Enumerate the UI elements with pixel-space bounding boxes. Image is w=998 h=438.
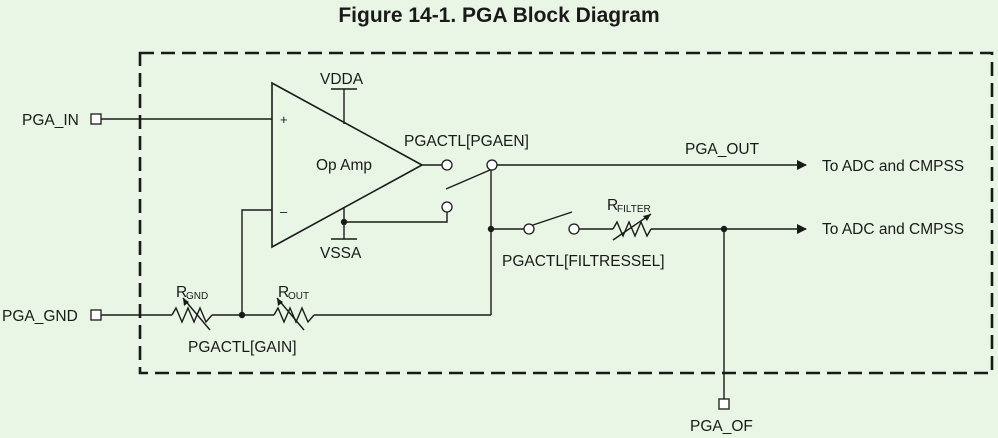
vdda-supply: VDDA [320,71,364,124]
minus-input-wire [241,209,272,315]
feedback-wire [344,212,448,223]
feedback-node [340,218,348,226]
vssa-supply: VSSA [320,207,362,262]
pga-gnd-pin: PGA_GND [2,308,102,325]
adc-top-label: To ADC and CMPSS [822,158,964,175]
adc-bottom-label: To ADC and CMPSS [822,221,964,238]
filtressel-switch-lever [532,211,573,226]
rout-label-main: R [278,284,289,301]
pgaen-contact-top [441,159,453,171]
pgaen-switch-label: PGACTL[PGAEN] [404,133,529,150]
pga-module-boundary [138,51,994,375]
op-amp-plus-sign: + [280,112,288,127]
diagram-title: Figure 14-1. PGA Block Diagram [338,4,660,27]
gain-node [238,311,246,319]
op-amp: Op Amp + – [271,81,424,249]
pga-of-pin: PGA_OF [690,398,753,435]
gain-control-label: PGACTL[GAIN] [188,339,297,356]
pgaen-contact-bottom [441,201,453,213]
rout-resistor: R OUT [273,284,315,331]
op-amp-label: Op Amp [316,157,372,174]
rgnd-label-main: R [176,284,187,301]
rfilter-label-sub: FILTER [617,204,651,215]
filtressel-contact-right [568,223,580,235]
rgnd-label-sub: GND [186,291,208,302]
rfilter-resistor: R FILTER [607,197,652,241]
pga-out-label: PGA_OUT [685,141,760,158]
pgaen-pivot [486,159,498,171]
vssa-label: VSSA [320,245,362,262]
rfilter-label-main: R [607,197,618,214]
vdda-label: VDDA [320,71,364,88]
rout-label-sub: OUT [288,291,309,302]
pga-gnd-label: PGA_GND [2,308,78,325]
pga-in-label: PGA_IN [22,112,79,129]
filtressel-switch-label: PGACTL[FILTRESSEL] [502,253,665,270]
rgnd-resistor: R GND [171,284,213,331]
op-amp-triangle [271,81,424,249]
filtressel-contact-left [523,223,535,235]
pga-of-label: PGA_OF [690,418,753,435]
pga-in-pin: PGA_IN [22,112,102,129]
op-amp-minus-sign: – [280,204,288,219]
pgaen-switch-lever [445,169,491,190]
